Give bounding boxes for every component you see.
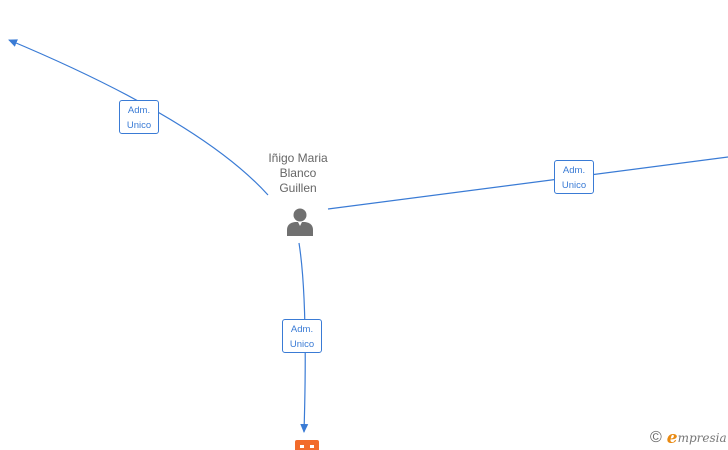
building-icon[interactable] — [295, 440, 319, 450]
copyright-symbol: © — [650, 429, 662, 446]
person-name[interactable]: Iñigo Maria Blanco Guillen — [248, 151, 348, 196]
relation-role-line2: Unico — [561, 180, 587, 191]
relation-badge-bottom[interactable]: Adm. Unico — [282, 319, 322, 353]
edge-to-right — [327, 156, 728, 210]
relation-badge-top-left[interactable]: Adm. Unico — [119, 100, 159, 134]
person-name-line3: Guillen — [279, 181, 317, 195]
relation-badge-right[interactable]: Adm. Unico — [554, 160, 594, 194]
edge-to-bottom — [298, 242, 309, 433]
person-icon[interactable] — [284, 206, 316, 238]
relation-role-line2: Unico — [126, 120, 152, 131]
empresia-branding: © e mpresia — [650, 428, 727, 448]
relation-role-line2: Unico — [289, 339, 315, 350]
edge-to-top-left — [8, 39, 269, 196]
relation-role-line1: Adm. — [127, 105, 151, 116]
relation-role-line1: Adm. — [562, 165, 586, 176]
person-name-line2: Blanco — [279, 166, 317, 180]
person-name-line1: Iñigo Maria — [268, 151, 328, 165]
empresia-logo-initial: e — [666, 428, 678, 448]
empresia-logo-text: mpresia — [677, 431, 727, 445]
relation-role-line1: Adm. — [290, 324, 314, 335]
